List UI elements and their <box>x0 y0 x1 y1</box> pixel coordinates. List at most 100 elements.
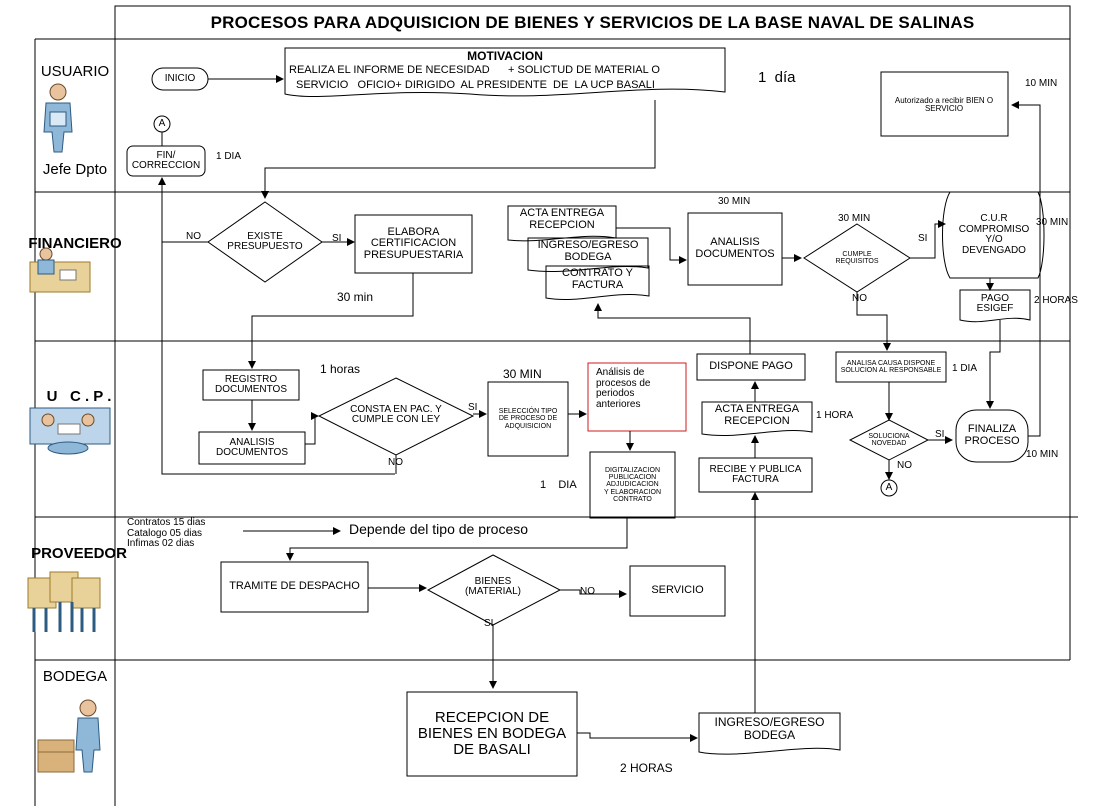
time-1hora-label: 1 HORA <box>816 410 854 421</box>
soluciona-novedad-label: SOLUCIONA NOVEDAD <box>868 432 910 447</box>
time-30min-cur: 30 MIN <box>1036 217 1069 228</box>
time-1dia-informe: 1 día <box>758 69 796 86</box>
arrow-dispone-documents <box>594 303 751 354</box>
autorizado-box <box>880 71 1009 137</box>
time-30min-analisis: 30 MIN <box>718 196 751 207</box>
time-30min-elabora: 30 min <box>337 290 374 304</box>
servicio-box <box>629 565 726 617</box>
bienes-si-label: SI <box>484 618 494 629</box>
line-no-presupuesto <box>161 241 395 475</box>
arrow-pago-finaliza <box>986 320 1001 409</box>
time-1dia-usuario: 1 DIA <box>216 151 242 162</box>
finaliza-proceso-label: FINALIZA PROCESO <box>964 423 1020 447</box>
existe-presupuesto-decision <box>207 201 323 283</box>
arrow-documents-analisis <box>616 227 687 264</box>
financiero-desk-icon <box>29 247 91 293</box>
contrato-factura-label: CONTRATO Y FACTURA <box>562 267 633 291</box>
ingreso-egreso-bodega-document <box>698 712 841 755</box>
arrow-analisis-consta <box>305 412 319 445</box>
fin-correccion-terminator <box>126 145 206 177</box>
tramite-despacho-label: TRAMITE DE DESPACHO <box>229 580 360 593</box>
ingreso-egreso-document <box>527 237 649 273</box>
contrato-factura-document <box>545 265 650 301</box>
proveedor-group-icon <box>27 571 101 632</box>
lane-ucp-label: U C . P . <box>46 388 112 406</box>
digitalizacion-label: DIGITALIZACION PUBLICACION ADJUDICACION … <box>603 466 662 504</box>
cumple-requisitos-label: CUMPLE REQUISITOS <box>835 250 879 265</box>
informe-line2: SERVICIO OFICIO+ DIRIGIDO AL PRESIDENTE … <box>296 79 655 91</box>
time-30min-ucp: 30 MIN <box>503 367 542 381</box>
analisa-causa-label: ANALISA CAUSA DISPONE SOLUCION AL RESPON… <box>840 359 942 374</box>
arrow-recepcion-ingreso <box>577 732 698 742</box>
consta-pac-label: CONSTA EN PAC. Y CUMPLE CON LEY <box>350 403 442 425</box>
existe-no-label: NO <box>186 231 201 242</box>
connector-a-bottom <box>880 479 898 497</box>
existe-si-label: SI <box>332 233 342 244</box>
dispone-pago-box <box>696 353 806 381</box>
registro-documentos-box <box>202 369 300 401</box>
bienes-material-label: BIENES (MATERIAL) <box>465 575 521 597</box>
pago-esigef-document <box>959 289 1031 323</box>
inicio-label: INICIO <box>164 72 196 84</box>
cumple-no-label: NO <box>852 293 867 304</box>
recibe-publica-label: RECIBE Y PUBLICA FACTURA <box>709 463 802 485</box>
analisis-periodos-label: Análisis de procesos de periodos anterio… <box>596 367 651 410</box>
bodega-worker-icon <box>37 699 101 773</box>
time-30min-cumple: 30 MIN <box>838 213 871 224</box>
recepcion-bienes-box <box>406 691 578 777</box>
arrow-digitalizacion-tramite <box>286 518 628 561</box>
time-1horas-label: 1 horas <box>320 362 361 376</box>
arrow-cumple-cur <box>910 220 946 259</box>
bienes-no-label: NO <box>580 586 595 597</box>
cur-storage <box>942 191 1045 279</box>
arrow-elabora-registro <box>248 273 414 369</box>
time-1dia-analisa: 1 DIA <box>952 363 978 374</box>
pago-esigef-label: PAGO ESIGEF <box>976 292 1014 314</box>
analisa-causa-box <box>835 351 947 383</box>
lane-bodega-label: BODEGA <box>42 668 108 686</box>
consta-si-label: SI <box>468 402 478 413</box>
time-2horas-bodega: 2 HORAS <box>620 761 673 775</box>
acta-entrega-ucp-label: ACTA ENTREGA RECEPCION <box>714 403 800 427</box>
time-10min-autorizado: 10 MIN <box>1025 78 1058 89</box>
consta-no-label: NO <box>388 457 403 468</box>
analisis-documentos-ucp-label: ANALISIS DOCUMENTOS <box>215 436 289 458</box>
arrow-motivacion-existe <box>261 100 656 199</box>
lane-usuario-label: USUARIO <box>40 63 110 81</box>
lane-jefe-label: Jefe Dpto <box>42 161 108 179</box>
informe-line1: REALIZA EL INFORME DE NECESIDAD + SOLICT… <box>289 64 660 76</box>
seleccion-tipo-box <box>487 381 569 457</box>
ucp-meeting-icon <box>29 407 111 455</box>
arrow-finaliza-autorizado <box>1011 101 1041 437</box>
page-title: PROCESOS PARA ADQUISICION DE BIENES Y SE… <box>210 13 975 33</box>
soluciona-si-label: SI <box>935 429 945 440</box>
seleccion-tipo-label: SELECCIÓN TIPO DE PROCESO DE ADQUISICION <box>498 407 558 430</box>
lane-financiero-label: FINANCIERO <box>28 235 122 253</box>
fin-correccion-label: FIN/ CORRECCION <box>131 149 201 171</box>
analisis-documentos-fin-box <box>687 212 783 286</box>
registro-documentos-label: REGISTRO DOCUMENTOS <box>214 373 288 395</box>
digitalizacion-box <box>589 451 676 519</box>
connector-a-top-label: A <box>158 117 166 129</box>
existe-presupuesto-label: EXISTE PRESUPUESTO <box>227 230 303 252</box>
arrow-bienes-servicio <box>560 589 627 598</box>
arrow-cumple-no-analisa <box>856 292 891 351</box>
analisis-periodos-box <box>587 362 687 432</box>
soluciona-no-label: NO <box>897 460 912 471</box>
elabora-certificacion-label: ELABORA CERTIFICACION PRESUPUESTARIA <box>363 225 464 261</box>
motivacion-document <box>284 47 726 98</box>
connector-a-bottom-label: A <box>885 481 893 493</box>
analisis-documentos-fin-label: ANALISIS DOCUMENTOS <box>695 236 775 260</box>
time-2horas-pago: 2 HORAS <box>1034 295 1078 306</box>
ingreso-egreso-fin-label: INGRESO/EGRESO BODEGA <box>537 239 639 263</box>
recepcion-bienes-label: RECEPCION DE BIENES EN BODEGA DE BASALI <box>417 709 567 758</box>
autorizado-label: Autorizado a recibir BIEN O SERVICIO <box>894 95 994 113</box>
usuario-person-icon <box>43 83 73 153</box>
acta-entrega-ucp-document <box>701 401 813 437</box>
servicio-label: SERVICIO <box>651 584 704 597</box>
dispone-pago-label: DISPONE PAGO <box>709 360 793 373</box>
motivacion-label: MOTIVACION <box>467 48 543 63</box>
time-10min-finaliza: 10 MIN <box>1026 449 1059 460</box>
cumple-si-label: SI <box>918 233 928 244</box>
